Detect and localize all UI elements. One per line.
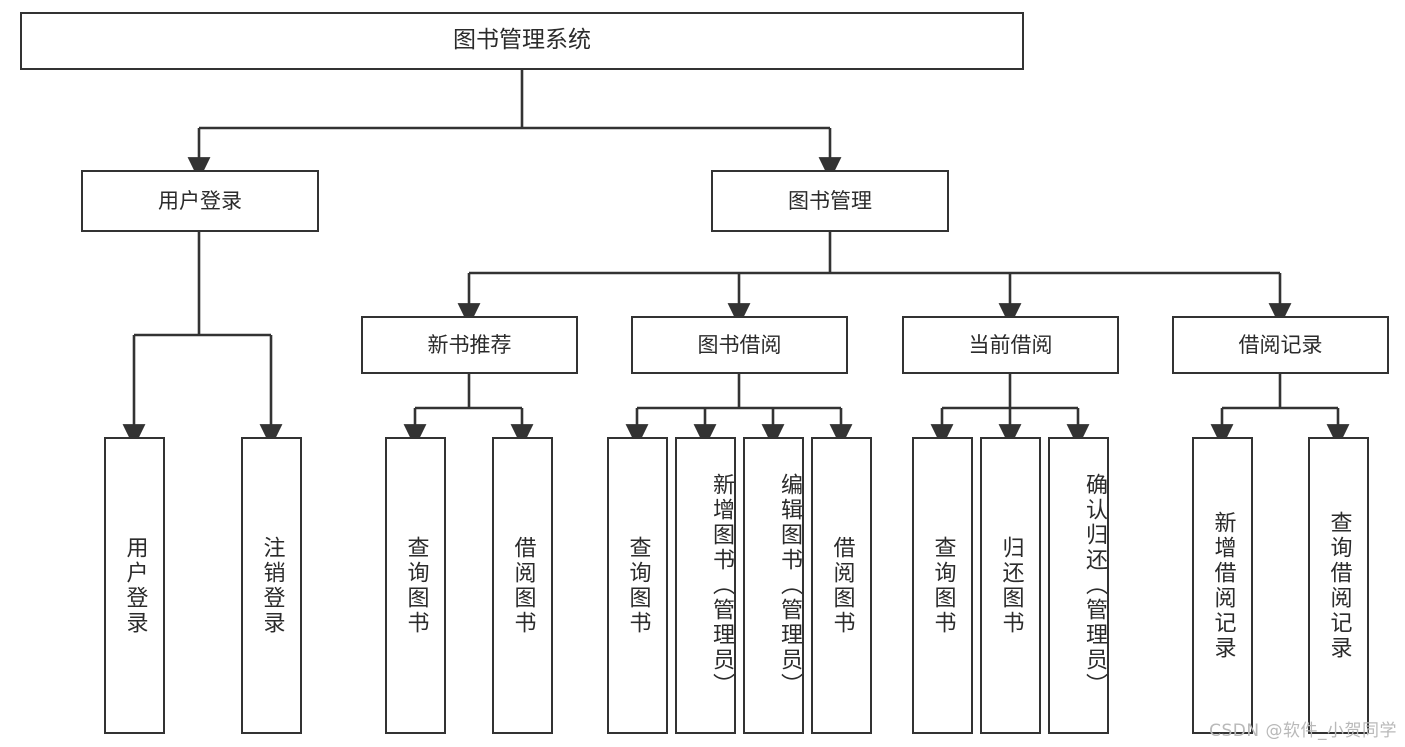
node-leaf-borrow-book[interactable]: 借阅图书 bbox=[811, 437, 872, 734]
node-leaf-add-borrow-record[interactable]: 新增借阅记录 bbox=[1192, 437, 1253, 734]
node-label: 确认归还（管理员） bbox=[1082, 473, 1107, 698]
node-label: 借阅图书 bbox=[829, 535, 855, 636]
node-label: 查询图书 bbox=[403, 535, 429, 636]
node-leaf-logout-login[interactable]: 注销登录 bbox=[241, 437, 302, 734]
node-leaf-query-book-current[interactable]: 查询图书 bbox=[912, 437, 973, 734]
node-label: 归还图书 bbox=[998, 535, 1024, 636]
node-leaf-edit-book-admin[interactable]: 编辑图书（管理员） bbox=[743, 437, 804, 734]
node-user-login[interactable]: 用户登录 bbox=[81, 170, 319, 232]
node-current-borrow[interactable]: 当前借阅 bbox=[902, 316, 1119, 374]
node-borrow-record[interactable]: 借阅记录 bbox=[1172, 316, 1389, 374]
node-leaf-add-book-admin[interactable]: 新增图书（管理员） bbox=[675, 437, 736, 734]
node-label: 注销登录 bbox=[259, 535, 285, 636]
node-book-borrow[interactable]: 图书借阅 bbox=[631, 316, 848, 374]
node-label: 用户登录 bbox=[158, 188, 242, 213]
node-label: 图书借阅 bbox=[697, 332, 782, 357]
node-leaf-query-book-borrow[interactable]: 查询图书 bbox=[607, 437, 668, 734]
node-book-management[interactable]: 图书管理 bbox=[711, 170, 949, 232]
node-label: 编辑图书（管理员） bbox=[777, 473, 802, 698]
node-label: 查询图书 bbox=[930, 535, 956, 636]
node-leaf-borrow-book-recommend[interactable]: 借阅图书 bbox=[492, 437, 553, 734]
node-label: 新增图书（管理员） bbox=[709, 473, 734, 698]
node-leaf-user-login[interactable]: 用户登录 bbox=[104, 437, 165, 734]
node-label: 查询借阅记录 bbox=[1326, 510, 1352, 661]
node-leaf-confirm-return-admin[interactable]: 确认归还（管理员） bbox=[1048, 437, 1109, 734]
node-label: 用户登录 bbox=[122, 535, 148, 636]
node-leaf-query-book-recommend[interactable]: 查询图书 bbox=[385, 437, 446, 734]
node-label: 当前借阅 bbox=[968, 332, 1053, 357]
node-label: 查询图书 bbox=[625, 535, 651, 636]
node-leaf-return-book[interactable]: 归还图书 bbox=[980, 437, 1041, 734]
node-label: 新增借阅记录 bbox=[1210, 510, 1236, 661]
node-label: 新书推荐 bbox=[427, 332, 512, 357]
node-label: 图书管理系统 bbox=[453, 27, 591, 54]
csdn-watermark: CSDN @软件_小贺同学 bbox=[1209, 721, 1397, 741]
node-root-book-management-system[interactable]: 图书管理系统 bbox=[20, 12, 1024, 70]
node-new-book-recommend[interactable]: 新书推荐 bbox=[361, 316, 578, 374]
node-leaf-query-borrow-record[interactable]: 查询借阅记录 bbox=[1308, 437, 1369, 734]
node-label: 借阅图书 bbox=[510, 535, 536, 636]
node-label: 借阅记录 bbox=[1238, 332, 1323, 357]
node-label: 图书管理 bbox=[788, 188, 872, 213]
